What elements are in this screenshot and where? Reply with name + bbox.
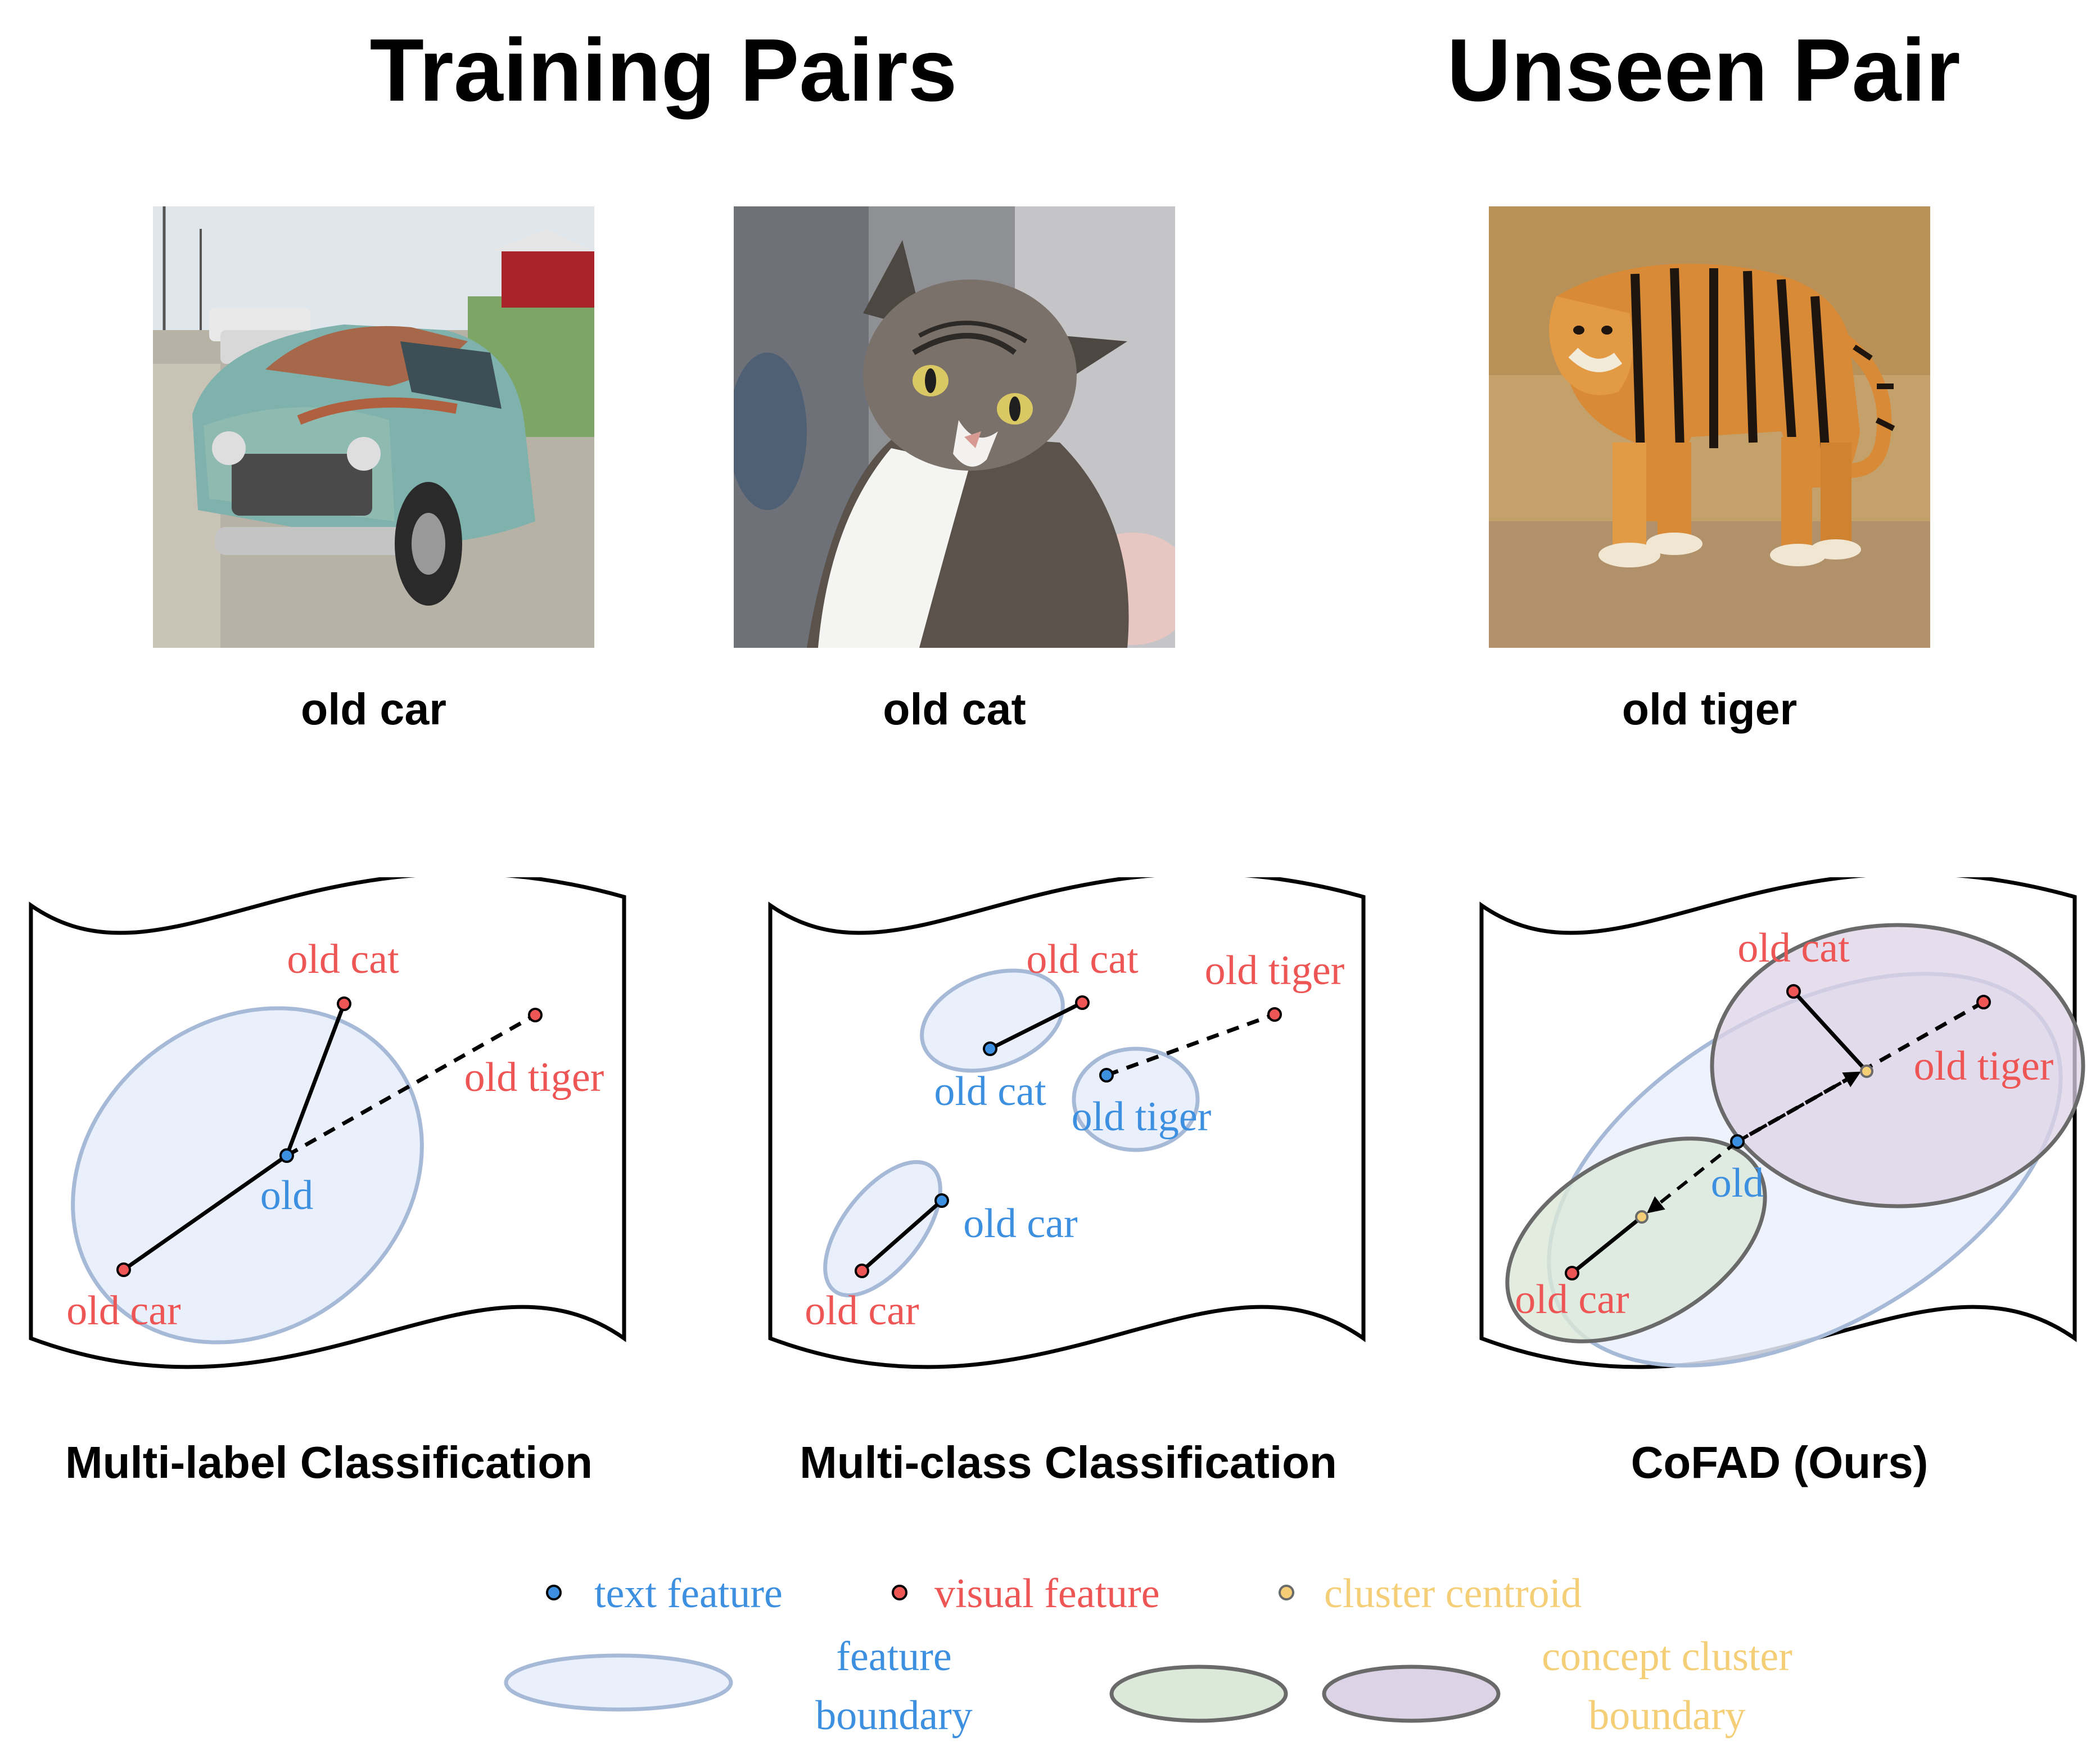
feature-boundary-swatch (504, 1653, 733, 1712)
label-old-car: old car (1515, 1277, 1629, 1323)
label-old-cat-visual: old cat (1026, 936, 1139, 982)
tiger-illustration (1489, 206, 1930, 648)
car-illustration (153, 206, 594, 648)
old-car-pair-line (860, 1199, 943, 1273)
legend-feature-boundary-line1: feature (836, 1634, 951, 1680)
label-old-car-text: old car (963, 1201, 1077, 1247)
old-car-visual-point (855, 1264, 869, 1278)
legend-feature-boundary-line2: boundary (815, 1693, 973, 1739)
old-cat-text-point (983, 1041, 997, 1056)
old-tiger-concept-cluster (1710, 923, 2085, 1208)
legend-cluster-centroid: cluster centroid (1324, 1571, 1582, 1617)
old-to-tiger-centroid-arrow (1736, 1071, 1861, 1143)
multi-class-title: Multi-class Classification (800, 1437, 1337, 1487)
cofad-title: CoFAD (Ours) (1631, 1437, 1929, 1487)
old-cat-to-centroid-line (1792, 990, 1868, 1073)
old-tiger-visual-point (1267, 1007, 1282, 1022)
car-cluster-centroid (1635, 1210, 1649, 1224)
old-text-point (279, 1148, 294, 1163)
label-old-car-visual: old car (805, 1288, 919, 1334)
multi-label-title: Multi-label Classification (65, 1437, 593, 1487)
unseen-pair-heading: Unseen Pair (1447, 21, 1961, 120)
text-feature-marker (546, 1585, 562, 1600)
old-cat-boundary (920, 968, 1065, 1073)
label-old-car: old car (66, 1288, 180, 1334)
old-car-boundary (823, 1160, 942, 1297)
old-car-photo (153, 206, 594, 648)
old-to-old-car-line (122, 1154, 288, 1271)
old-car-visual-point (1565, 1266, 1579, 1280)
old-tiger-visual-point (1976, 995, 1991, 1009)
old-car-caption: old car (300, 684, 447, 734)
feature-boundary-ellipse (71, 1006, 424, 1345)
cofad-panel: old cat old tiger old old car (1479, 877, 2085, 1369)
multi-label-panel: old cat old tiger old old car (29, 877, 626, 1369)
cat-illustration (734, 206, 1175, 648)
legend-concept-cluster-line1: concept cluster (1542, 1634, 1792, 1680)
old-cat-caption: old cat (883, 684, 1026, 734)
label-old-cat: old cat (1737, 925, 1850, 971)
legend-concept-cluster-line2: boundary (1588, 1693, 1746, 1739)
old-tiger-text-point (1099, 1068, 1114, 1083)
label-old-tiger: old tiger (464, 1054, 604, 1100)
legend: text feature visual feature cluster cent… (504, 1571, 1792, 1739)
label-old-tiger: old tiger (1914, 1043, 2054, 1089)
green-cluster-swatch (1109, 1665, 1288, 1723)
old-car-visual-point (116, 1262, 131, 1277)
purple-cluster-swatch (1322, 1665, 1501, 1723)
old-cat-pair-line (989, 1000, 1083, 1051)
multi-class-panel: old cat old tiger old cat old tiger old … (768, 877, 1366, 1369)
old-cat-visual-point (1075, 995, 1090, 1010)
label-old-cat: old cat (287, 936, 399, 982)
training-pairs-heading: Training Pairs (369, 21, 958, 120)
label-old-tiger-visual: old tiger (1205, 948, 1345, 994)
old-cat-photo (734, 206, 1175, 648)
old-tiger-photo (1489, 206, 1930, 648)
old-tiger-caption: old tiger (1622, 684, 1798, 734)
old-to-old-tiger-line (286, 1013, 536, 1158)
label-old-cat-text: old cat (934, 1068, 1046, 1115)
label-old: old (260, 1172, 314, 1219)
old-text-point (1730, 1134, 1745, 1149)
old-to-car-centroid-arrow (1646, 1140, 1738, 1214)
tiger-cluster-centroid (1860, 1065, 1873, 1078)
legend-visual-feature: visual feature (934, 1571, 1160, 1617)
label-old: old (1711, 1160, 1764, 1206)
legend-text-feature: text feature (594, 1571, 783, 1617)
label-old-tiger-text: old tiger (1072, 1094, 1212, 1140)
old-cat-visual-point (337, 996, 351, 1011)
old-car-concept-cluster (1505, 1136, 1767, 1343)
old-tiger-pair-line (1105, 1012, 1276, 1077)
old-tiger-visual-point (528, 1008, 543, 1022)
cluster-centroid-marker (1279, 1585, 1294, 1600)
old-cat-visual-point (1786, 984, 1801, 999)
old-to-old-cat-line (284, 1003, 346, 1157)
old-car-to-centroid-line (1570, 1215, 1643, 1275)
visual-feature-marker (892, 1585, 907, 1600)
old-car-text-point (934, 1193, 949, 1208)
